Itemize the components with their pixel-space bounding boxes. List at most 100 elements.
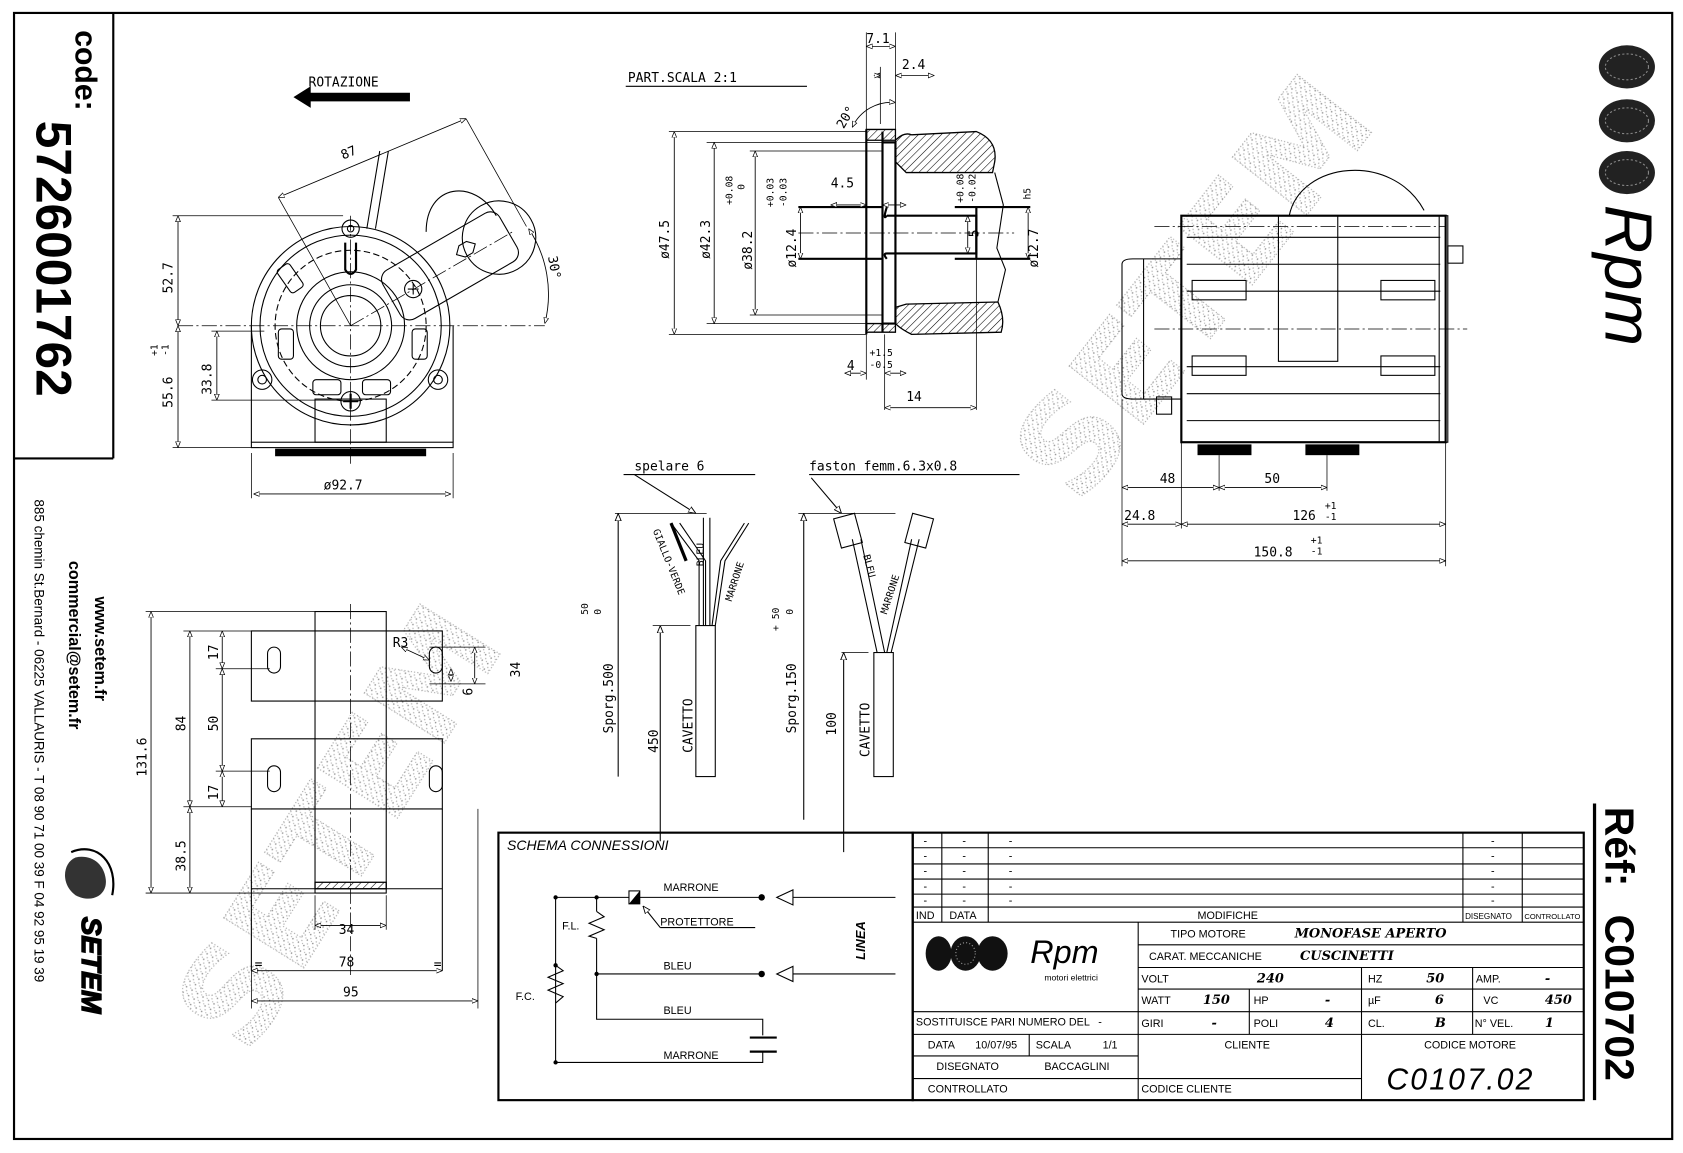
cl-label: CL.: [1368, 1018, 1385, 1030]
label-marrone-top: MARRONE: [663, 882, 718, 894]
volt-value: 240: [1256, 972, 1284, 987]
title-block-stroke: [911, 831, 1585, 1102]
dia-92-7: ø92.7: [324, 479, 363, 494]
title-logo: Rpm motori elettrici: [925, 934, 1099, 982]
data-label: DATA: [928, 1039, 956, 1051]
side-view-stroke: [1288, 169, 1425, 216]
tol-5-plus: +0.08: [955, 173, 966, 202]
tol-4-plus: +1.5: [870, 348, 894, 359]
side-view-stroke: [1197, 444, 1252, 456]
header-disegnato: DISEGNATO: [1465, 912, 1512, 921]
mod-disegnato: -: [1491, 866, 1495, 878]
right-strip: Rpm Réf: C010702: [1590, 45, 1665, 1101]
rpm-coils-logo-icon: [1598, 45, 1655, 195]
setem-logo-text: SETEM: [76, 917, 107, 1014]
tol-38-2-plus: +0.08: [725, 176, 736, 205]
tipo-motore-value: MONOFASE APERTO: [1294, 926, 1448, 941]
uf-label: µF: [1368, 995, 1381, 1007]
dim-95: 95: [343, 986, 359, 1001]
mod-data: -: [962, 895, 966, 907]
dim-126-tol-plus: +1: [1325, 501, 1337, 512]
dim-150-8-tol-plus: +1: [1311, 536, 1323, 547]
dim-131-6: 131.6: [136, 738, 151, 777]
dim-55-6-tol-minus: -1: [160, 344, 171, 356]
label-marrone-bottom: MARRONE: [663, 1050, 718, 1062]
codice-cliente-label: CODICE CLIENTE: [1141, 1084, 1231, 1096]
front-view-stroke: [366, 150, 389, 229]
wiring-schema-stroke: [628, 890, 640, 904]
header-modifiche: MODIFICHE: [1198, 910, 1258, 922]
label-linea: LINEA: [853, 921, 868, 960]
header-data: DATA: [949, 910, 977, 922]
scala-value: 1/1: [1103, 1039, 1118, 1051]
ref-label: Réf:: [1596, 807, 1642, 887]
angle-30: 30°: [544, 255, 563, 281]
header-controllato: CONTROLLATO: [1524, 912, 1580, 921]
rpm-coils-logo-icon-stroke: [925, 936, 952, 971]
dim-5: 5: [968, 229, 983, 237]
mod-ind: -: [923, 866, 927, 878]
dim-50: 50: [1264, 472, 1280, 487]
wiring-schema-stroke: [775, 888, 794, 983]
cable-left-stroke: [634, 474, 695, 514]
mod-text: -: [1009, 895, 1013, 907]
mod-ind: -: [923, 851, 927, 863]
rpm-coils-logo-icon-stroke: [1598, 151, 1655, 195]
logo-brand: Rpm: [1030, 934, 1098, 970]
front-view-stroke-stroke: [455, 240, 476, 258]
label-bleu-cap: BLEU: [663, 1005, 691, 1017]
front-view-stroke: [425, 190, 497, 232]
fit-h5: h5: [1022, 188, 1033, 200]
dim-84: 84: [175, 715, 190, 731]
volt-label: VOLT: [1141, 974, 1169, 986]
front-view-stroke: [529, 229, 549, 324]
side-view-stroke-stroke: [1380, 355, 1436, 376]
front-view-stroke: [257, 374, 268, 385]
rotation-label: ROTAZIONE: [309, 75, 379, 90]
wiring-schema-stroke: [587, 910, 606, 939]
bracket-view-stroke: [250, 808, 443, 971]
cable-left: spelare 6 GIALLO-VERDE BLEU MARRONE Spor…: [580, 459, 756, 842]
hz-value: 50: [1426, 972, 1444, 987]
detail-view-stroke: [994, 172, 1007, 303]
codice-motore-value: C0107.02: [1386, 1063, 1534, 1096]
length-tol-plus: + 50: [771, 607, 782, 630]
wiring-schema-stroke-stroke: [594, 971, 599, 977]
wiring-schema-stroke-stroke: [594, 895, 599, 900]
front-view-stroke: [250, 441, 454, 449]
hp-value: -: [1325, 993, 1330, 1008]
dim-38-5: 38.5: [175, 840, 190, 871]
giri-value: -: [1212, 1016, 1217, 1031]
side-view-stroke: [1155, 396, 1173, 415]
amp-value: -: [1545, 972, 1550, 987]
watt-label: WATT: [1141, 995, 1171, 1007]
uf-value: 6: [1435, 993, 1444, 1008]
page-border: [12, 11, 1674, 1141]
dim-4-5: 4.5: [831, 177, 854, 192]
detail-view-stroke: [865, 322, 897, 333]
dim-34-right: 34: [509, 662, 524, 678]
front-view-stroke: [404, 279, 423, 299]
dim-55-6-tol-plus: +1: [150, 344, 161, 356]
website: www.setem.fr: [91, 595, 109, 701]
hz-label: HZ: [1368, 974, 1383, 986]
front-view: ROTAZIONE: [150, 75, 563, 499]
address: 885 chemin St.Bernard - 06225 VALLAURIS …: [32, 499, 47, 982]
product-code: 5726001762: [26, 121, 82, 397]
side-view-stroke: [1277, 215, 1339, 362]
poli-label: POLI: [1254, 1018, 1279, 1030]
detail-view-stroke: [852, 102, 895, 127]
length-label: Sporg.500: [602, 663, 617, 733]
label-bleu-line: BLEU: [663, 961, 691, 973]
wiring-schema-stroke-stroke: [758, 970, 765, 978]
front-view-stroke: [251, 369, 273, 390]
setem-logo-icon-stroke: [64, 856, 106, 899]
vc-label: VC: [1483, 995, 1498, 1007]
cable-label: CAVETTO: [859, 702, 874, 757]
header-ind: IND: [916, 910, 935, 922]
bracket-view-stroke-stroke: [267, 646, 282, 674]
bracket-view: 131.6 84 38.5 17 50 17 R3 6 34 34 78 95 …: [136, 604, 524, 1009]
code-label: code:: [69, 30, 102, 111]
dim-52-7: 52.7: [162, 262, 177, 293]
